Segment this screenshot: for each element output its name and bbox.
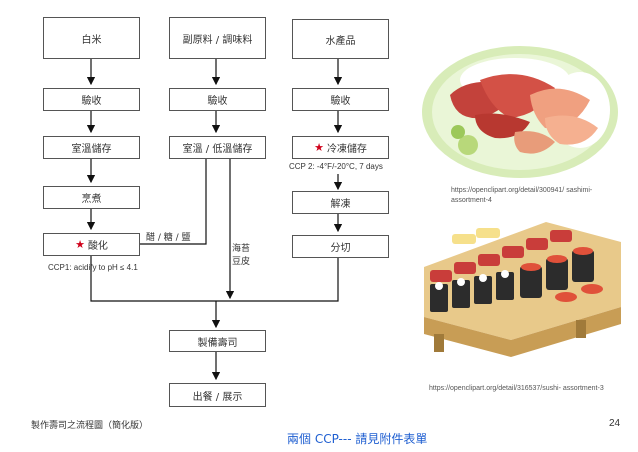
step-inspect-2-label: 驗收 xyxy=(207,96,228,107)
step-cut-label: 分切 xyxy=(330,243,351,254)
step-storage-2-label: 室溫 / 低溫儲存 xyxy=(182,144,253,155)
sushi-illustration xyxy=(424,222,621,357)
step-storage-1: 室溫儲存 xyxy=(43,136,140,159)
step-acidify: ★酸化 xyxy=(43,233,140,256)
step-make-sushi: 製備壽司 xyxy=(169,330,266,352)
seaweed-label: 海苔 豆皮 xyxy=(232,244,251,267)
step-serve-label: 出餐 / 展示 xyxy=(192,391,243,403)
step-ingredients-label: 副原料 / 調味料 xyxy=(182,34,253,46)
step-frozen-label: 冷凍儲存 xyxy=(326,144,367,155)
step-acidify-label: 酸化 xyxy=(87,241,108,252)
step-ingredients: 副原料 / 調味料 xyxy=(169,17,266,59)
page-number: 24 xyxy=(609,418,621,429)
vinegar-label: 醋 / 糖 / 鹽 xyxy=(146,233,191,243)
step-seafood-label: 水產品 xyxy=(325,35,356,47)
step-storage-1-label: 室溫儲存 xyxy=(71,144,112,155)
step-frozen-storage: ★冷凍儲存 xyxy=(292,136,389,159)
step-rice: 白米 xyxy=(43,17,140,59)
step-inspect-3-label: 驗收 xyxy=(330,96,351,107)
image-credit-2: https://openclipart.org/detail/316537/su… xyxy=(429,385,604,392)
step-make-label: 製備壽司 xyxy=(197,337,238,349)
step-inspect-2: 驗收 xyxy=(169,88,266,111)
step-storage-2: 室溫 / 低溫儲存 xyxy=(169,136,266,159)
step-serve: 出餐 / 展示 xyxy=(169,383,266,407)
sashimi-illustration xyxy=(422,46,618,178)
ccp-star-icon: ★ xyxy=(314,141,324,154)
step-cut: 分切 xyxy=(292,235,389,258)
step-thaw-label: 解凍 xyxy=(330,199,351,210)
step-inspect-3: 驗收 xyxy=(292,88,389,111)
step-seafood: 水產品 xyxy=(292,19,389,59)
step-inspect-1-label: 驗收 xyxy=(81,96,102,107)
step-inspect-1: 驗收 xyxy=(43,88,140,111)
step-rice-label: 白米 xyxy=(81,34,102,46)
step-cook-label: 烹煮 xyxy=(81,194,102,205)
slide-title: 製作壽司之流程圖（簡化版） xyxy=(31,421,149,431)
ccp-note: 兩個 CCP--- 請見附件表單 xyxy=(287,432,428,446)
ccp2-label: CCP 2: -4°F/-20°C, 7 days xyxy=(289,162,383,171)
step-cook: 烹煮 xyxy=(43,186,140,209)
ccp-star-icon: ★ xyxy=(75,238,85,251)
ccp1-label: CCP1: acidify to pH ≤ 4.1 xyxy=(48,263,138,272)
image-credit-1: https://openclipart.org/detail/300941/ s… xyxy=(451,187,593,204)
step-thaw: 解凍 xyxy=(292,191,389,214)
